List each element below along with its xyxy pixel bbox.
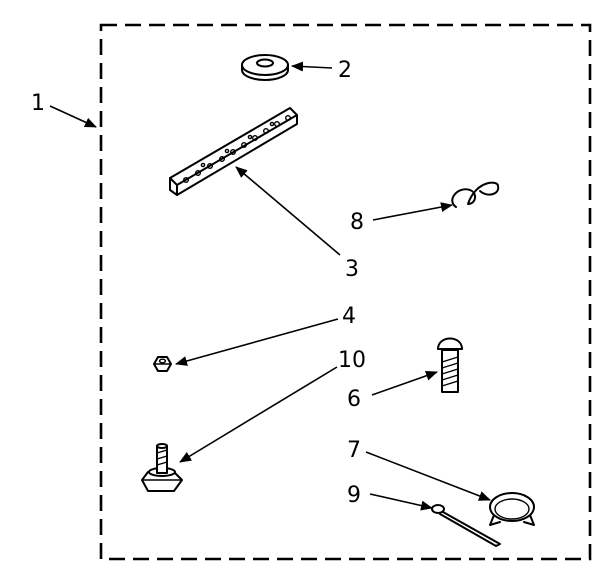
callout-4: 4 xyxy=(342,304,356,329)
leader-4 xyxy=(175,318,339,366)
leader-1 xyxy=(49,105,97,128)
callout-1: 1 xyxy=(31,91,45,116)
leader-3 xyxy=(235,166,341,256)
leveling-leg-part xyxy=(141,443,183,492)
callout-2: 2 xyxy=(338,58,352,83)
leader-8 xyxy=(372,202,453,221)
callout-6: 6 xyxy=(347,387,361,412)
s-hook-part xyxy=(451,181,500,208)
leader-2 xyxy=(291,61,333,72)
callout-3: 3 xyxy=(345,257,359,282)
callout-8: 8 xyxy=(350,210,364,235)
leader-7 xyxy=(365,451,491,501)
callout-10: 10 xyxy=(338,348,366,373)
bolt-part xyxy=(437,337,463,393)
clamp-ring-part xyxy=(489,492,535,526)
leader-9 xyxy=(369,493,433,511)
callout-9: 9 xyxy=(347,483,361,508)
bracket-strip-part xyxy=(169,107,298,196)
leader-10 xyxy=(179,366,338,463)
hex-nut-part xyxy=(153,356,172,372)
washer-part xyxy=(241,54,289,81)
bolt-threads xyxy=(441,356,459,387)
leader-6 xyxy=(371,370,438,396)
bracket-holes xyxy=(182,114,292,183)
callout-7: 7 xyxy=(347,438,361,463)
kit-boundary xyxy=(99,23,592,561)
